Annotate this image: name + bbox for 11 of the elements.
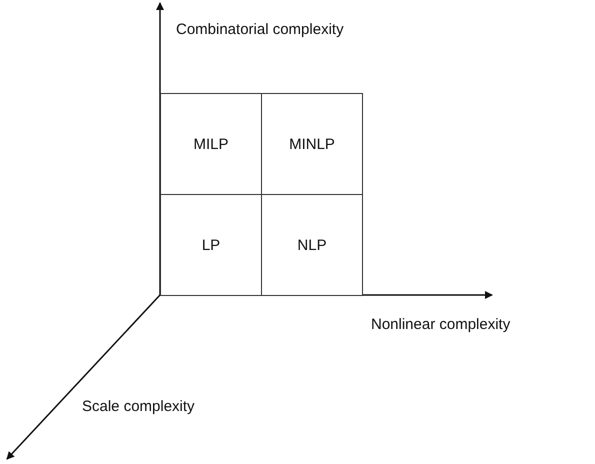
axis-label: Combinatorial complexity [176, 21, 344, 38]
cell-label: LP [202, 236, 220, 254]
grid-cell [261, 194, 363, 296]
cell-label: MINLP [289, 136, 335, 152]
axis-label: Nonlinear complexity [371, 316, 510, 333]
cell-label: MILP [193, 136, 228, 152]
grid-cell [261, 93, 363, 195]
cell-label: NLP [297, 236, 327, 254]
axis-label: Scale complexity [82, 398, 195, 415]
grid-cell [160, 194, 262, 296]
grid-cell [160, 93, 262, 195]
